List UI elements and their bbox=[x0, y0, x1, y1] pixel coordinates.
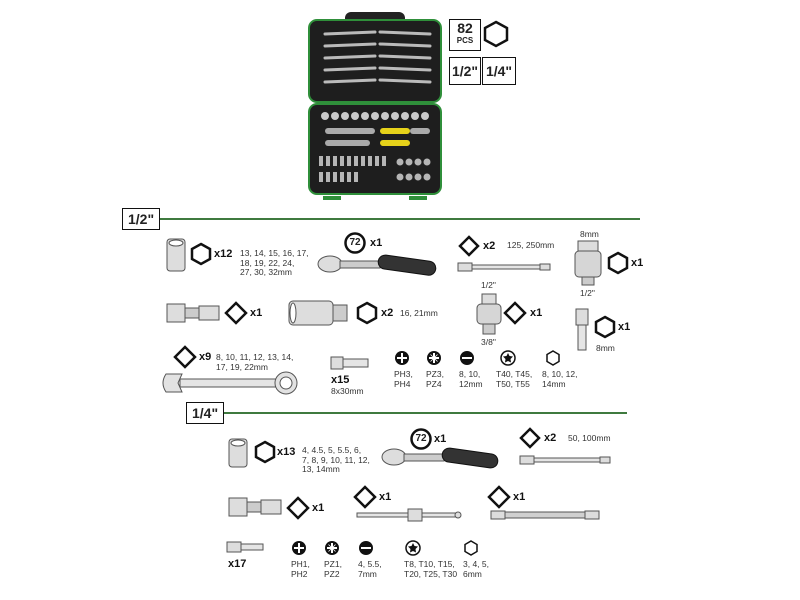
pcs-label: PCS bbox=[456, 36, 474, 45]
combination-wrench-image bbox=[162, 371, 298, 395]
extension-sizes: 50, 100mm bbox=[568, 433, 611, 443]
pcs-badge: 82 PCS bbox=[449, 19, 481, 51]
adapter-bottom-size: 1/2" bbox=[580, 288, 595, 298]
square-drive-icon bbox=[503, 301, 527, 325]
ratchet-image bbox=[381, 447, 499, 469]
toolbox-case-image bbox=[305, 10, 445, 200]
universal-joint-count: x1 bbox=[250, 307, 263, 319]
socket-sizes: 4, 4.5, 5, 5.5, 6, 7, 8, 9, 10, 11, 12, … bbox=[302, 445, 370, 474]
flex-extension-image bbox=[490, 510, 600, 520]
square-drive-icon bbox=[286, 496, 310, 520]
extension-bar-image bbox=[519, 455, 611, 465]
section-divider-quarter bbox=[222, 412, 627, 414]
torx-icon bbox=[405, 540, 421, 556]
extension-sizes: 125, 250mm bbox=[507, 240, 555, 250]
adapter-socket-image bbox=[574, 240, 602, 286]
hex-adapter-size: 8mm bbox=[596, 343, 615, 353]
hexagon-icon bbox=[356, 301, 378, 325]
hex-icon bbox=[464, 540, 478, 556]
ratchet-count: x1 bbox=[370, 237, 383, 249]
slotted-icon bbox=[460, 351, 474, 365]
hexagon-icon bbox=[254, 440, 276, 464]
ratchet-image bbox=[317, 254, 437, 276]
square-drive-icon bbox=[519, 427, 541, 449]
bit-image bbox=[330, 356, 369, 370]
adapter-top-size: 8mm bbox=[580, 229, 599, 239]
extension-bar-image bbox=[457, 262, 551, 272]
extension-count: x2 bbox=[483, 240, 496, 252]
universal-joint-image bbox=[228, 497, 282, 517]
ratchet-teeth-icon bbox=[344, 232, 366, 254]
reducer-count: x1 bbox=[530, 307, 543, 319]
t-handle-image bbox=[356, 508, 462, 522]
drive-badge-quarter: 1/4" bbox=[482, 57, 516, 85]
bit-type-label: T8, T10, T15, T20, T25, T30 bbox=[404, 559, 458, 579]
hexagon-icon bbox=[190, 242, 212, 266]
hexagon-icon bbox=[483, 20, 509, 48]
bit-type-label: 3, 4, 5, 6mm bbox=[463, 559, 489, 579]
flex-extension-count: x1 bbox=[513, 491, 526, 503]
section-label-quarter: 1/4" bbox=[186, 402, 225, 424]
bit-type-label: T40, T45, T50, T55 bbox=[496, 369, 533, 389]
deep-socket-image bbox=[288, 300, 348, 326]
square-drive-icon bbox=[353, 485, 377, 509]
pozidriv-icon bbox=[325, 541, 339, 555]
deep-socket-count: x2 bbox=[381, 307, 394, 319]
bit-size: 8x30mm bbox=[331, 386, 364, 396]
hexagon-icon bbox=[594, 315, 616, 339]
torx-icon bbox=[500, 350, 516, 366]
hex-bit-adapter-image bbox=[575, 308, 589, 351]
phillips-icon bbox=[395, 351, 409, 365]
reducer-bottom-size: 3/8" bbox=[481, 337, 496, 347]
socket-sizes: 13, 14, 15, 16, 17, 18, 19, 22, 24, 27, … bbox=[240, 248, 309, 277]
pozidriv-icon bbox=[427, 351, 441, 365]
extension-count: x2 bbox=[544, 432, 557, 444]
ratchet-teeth-icon bbox=[410, 428, 432, 450]
reducer-top-size: 1/2" bbox=[481, 280, 496, 290]
bit-count: x15 bbox=[331, 374, 350, 386]
socket-image bbox=[166, 238, 186, 272]
bit-type-label: 4, 5.5, 7mm bbox=[358, 559, 382, 579]
socket-count: x12 bbox=[214, 248, 233, 260]
section-label-half: 1/2" bbox=[122, 208, 161, 230]
phillips-icon bbox=[292, 541, 306, 555]
reducer-image bbox=[476, 293, 502, 335]
slotted-icon bbox=[359, 541, 373, 555]
square-drive-icon bbox=[173, 345, 197, 369]
square-drive-icon bbox=[487, 485, 511, 509]
hexagon-icon bbox=[607, 251, 629, 275]
bit-type-label: PH3, PH4 bbox=[394, 369, 413, 389]
drive-badge-half: 1/2" bbox=[449, 57, 481, 85]
socket-count: x13 bbox=[277, 446, 296, 458]
bit-type-label: PH1, PH2 bbox=[291, 559, 310, 579]
ratchet-teeth-value: 72 bbox=[349, 237, 361, 248]
wrench-sizes: 8, 10, 11, 12, 13, 14, 17, 19, 22mm bbox=[216, 352, 294, 372]
universal-joint-count: x1 bbox=[312, 502, 325, 514]
hex-adapter-count: x1 bbox=[618, 321, 631, 333]
hex-icon bbox=[546, 350, 560, 366]
bit-type-label: PZ1, PZ2 bbox=[324, 559, 342, 579]
ratchet-teeth-value: 72 bbox=[415, 433, 427, 444]
bit-type-label: 8, 10, 12, 14mm bbox=[542, 369, 578, 389]
bit-count: x17 bbox=[228, 558, 247, 570]
adapter-count: x1 bbox=[631, 257, 644, 269]
pcs-count: 82 bbox=[457, 20, 473, 36]
square-drive-icon bbox=[458, 235, 480, 257]
universal-joint-image bbox=[166, 303, 220, 323]
t-handle-count: x1 bbox=[379, 491, 392, 503]
section-divider-half bbox=[160, 218, 640, 220]
bit-type-label: PZ3, PZ4 bbox=[426, 369, 444, 389]
deep-socket-sizes: 16, 21mm bbox=[400, 308, 438, 318]
square-drive-icon bbox=[224, 301, 248, 325]
bit-holder-image bbox=[226, 541, 264, 553]
bit-type-label: 8, 10, 12mm bbox=[459, 369, 483, 389]
ratchet-count: x1 bbox=[434, 433, 447, 445]
socket-image bbox=[228, 438, 248, 468]
wrench-count: x9 bbox=[199, 351, 212, 363]
